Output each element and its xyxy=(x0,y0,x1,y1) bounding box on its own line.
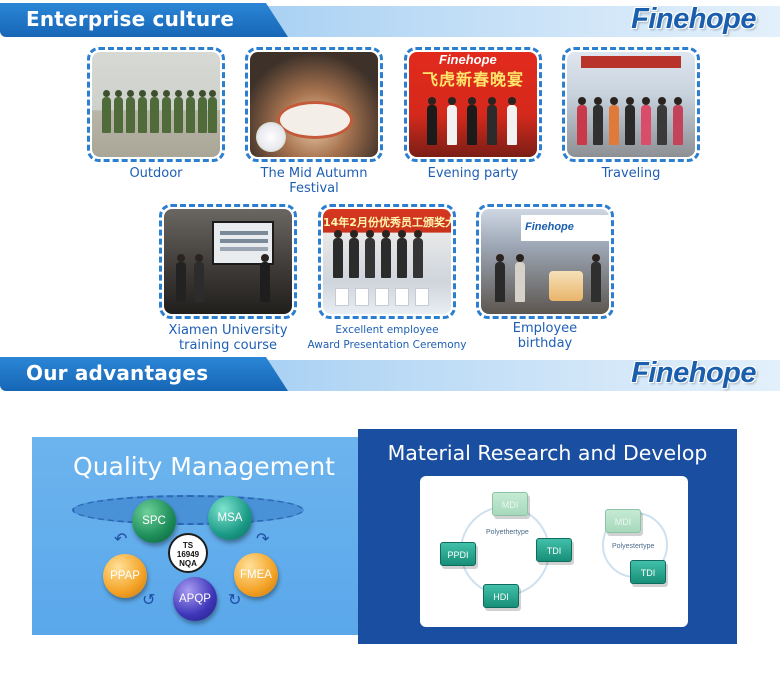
orbit-ellipse xyxy=(72,495,304,525)
traveling-photo xyxy=(567,52,695,157)
section-title: Our advantages xyxy=(26,361,209,385)
photo-banner-text: 飞虎新春晚宴 xyxy=(421,70,524,89)
cycle-arrow-icon: ↷ xyxy=(256,529,270,548)
fmea-badge: FMEA xyxy=(234,553,278,597)
caption-line-1: The Mid Autumn xyxy=(260,166,368,181)
photo-caption: Evening party xyxy=(427,166,519,181)
msa-badge: MSA xyxy=(208,496,252,540)
polyether-tdi-chip: TDI xyxy=(536,538,572,562)
photo-caption: Traveling xyxy=(601,166,661,181)
seal-line-3: NQA xyxy=(179,559,197,568)
photo-frame xyxy=(159,204,297,319)
quality-management-panel: Quality Management ↶ ↷ ↺ ↻ SPC MSA PPAP … xyxy=(32,437,376,635)
outdoor-photo xyxy=(92,52,220,157)
photo-logo-text: Finehope xyxy=(439,52,497,67)
polyether-hdi-chip: HDI xyxy=(483,584,519,608)
cycle-arrow-icon: ↻ xyxy=(228,590,242,609)
caption-line-1: Xiamen University xyxy=(168,323,288,338)
polyether-label: Polyethertype xyxy=(486,529,529,536)
header-dark-tab xyxy=(0,357,288,391)
our-advantages-header: Our advantages Finehope xyxy=(0,357,780,391)
seal-line-1: TS xyxy=(182,541,194,550)
material-research-title: Material Research and Develop xyxy=(387,441,708,465)
spc-badge: SPC xyxy=(132,499,176,543)
caption-line-2: training course xyxy=(179,338,277,353)
photo-caption: Outdoor xyxy=(129,166,183,181)
caption-line-1: Excellent employee xyxy=(335,324,439,336)
photo-frame xyxy=(245,47,383,162)
photo-caption: Excellent employee Award Presentation Ce… xyxy=(298,323,476,353)
photo-frame: Finehope xyxy=(476,204,614,319)
photo-frame: Finehope 飞虎新春晚宴 xyxy=(404,47,542,162)
quality-management-title: Quality Management xyxy=(73,452,335,481)
cycle-arrow-icon: ↶ xyxy=(114,529,128,548)
polyester-tdi-chip: TDI xyxy=(630,560,666,584)
birthday-photo: Finehope xyxy=(481,209,609,314)
cycle-arrow-icon: ↺ xyxy=(142,590,156,609)
seal-line-2: 16949 xyxy=(176,550,200,559)
caption-line-1: Employee xyxy=(512,321,578,336)
caption-line-2: Festival xyxy=(289,181,339,196)
header-dark-tab xyxy=(0,3,288,37)
caption-line-2: birthday xyxy=(517,336,573,351)
photo-caption: Employee birthday xyxy=(456,321,634,351)
photo-frame: 14年2月份优秀员工颁奖大会 xyxy=(318,204,456,319)
material-research-panel: Material Research and Develop Polyethert… xyxy=(358,429,737,644)
photo-frame xyxy=(562,47,700,162)
material-diagram: Polyethertype MDI TDI HDI PPDI Polyester… xyxy=(420,476,688,627)
brand-logo: Finehope xyxy=(631,3,756,35)
ts16949-seal: TS 16949 NQA xyxy=(168,533,208,573)
brand-logo: Finehope xyxy=(631,357,756,389)
section-title: Enterprise culture xyxy=(26,7,235,31)
enterprise-culture-header: Enterprise culture Finehope xyxy=(0,3,780,37)
evening-party-photo: Finehope 飞虎新春晚宴 xyxy=(409,52,537,157)
polyester-mdi-chip: MDI xyxy=(605,509,641,533)
polyether-ppdi-chip: PPDI xyxy=(440,542,476,566)
photo-wall-text: Finehope xyxy=(521,215,609,241)
mid-autumn-photo xyxy=(250,52,378,157)
photo-caption: The Mid Autumn Festival xyxy=(225,166,403,196)
photo-banner-text: 14年2月份优秀员工颁奖大会 xyxy=(323,216,451,229)
caption-line-2: Award Presentation Ceremony xyxy=(307,339,467,351)
award-photo: 14年2月份优秀员工颁奖大会 xyxy=(323,209,451,314)
polyester-label: Polyestertype xyxy=(612,543,655,550)
photo-frame xyxy=(87,47,225,162)
ppap-badge: PPAP xyxy=(103,554,147,598)
apqp-badge: APQP xyxy=(173,577,217,621)
training-photo xyxy=(164,209,292,314)
header-light-band xyxy=(262,360,780,391)
photo-caption: Xiamen University training course xyxy=(139,323,317,353)
header-light-band xyxy=(262,6,780,37)
polyether-mdi-chip: MDI xyxy=(492,492,528,516)
